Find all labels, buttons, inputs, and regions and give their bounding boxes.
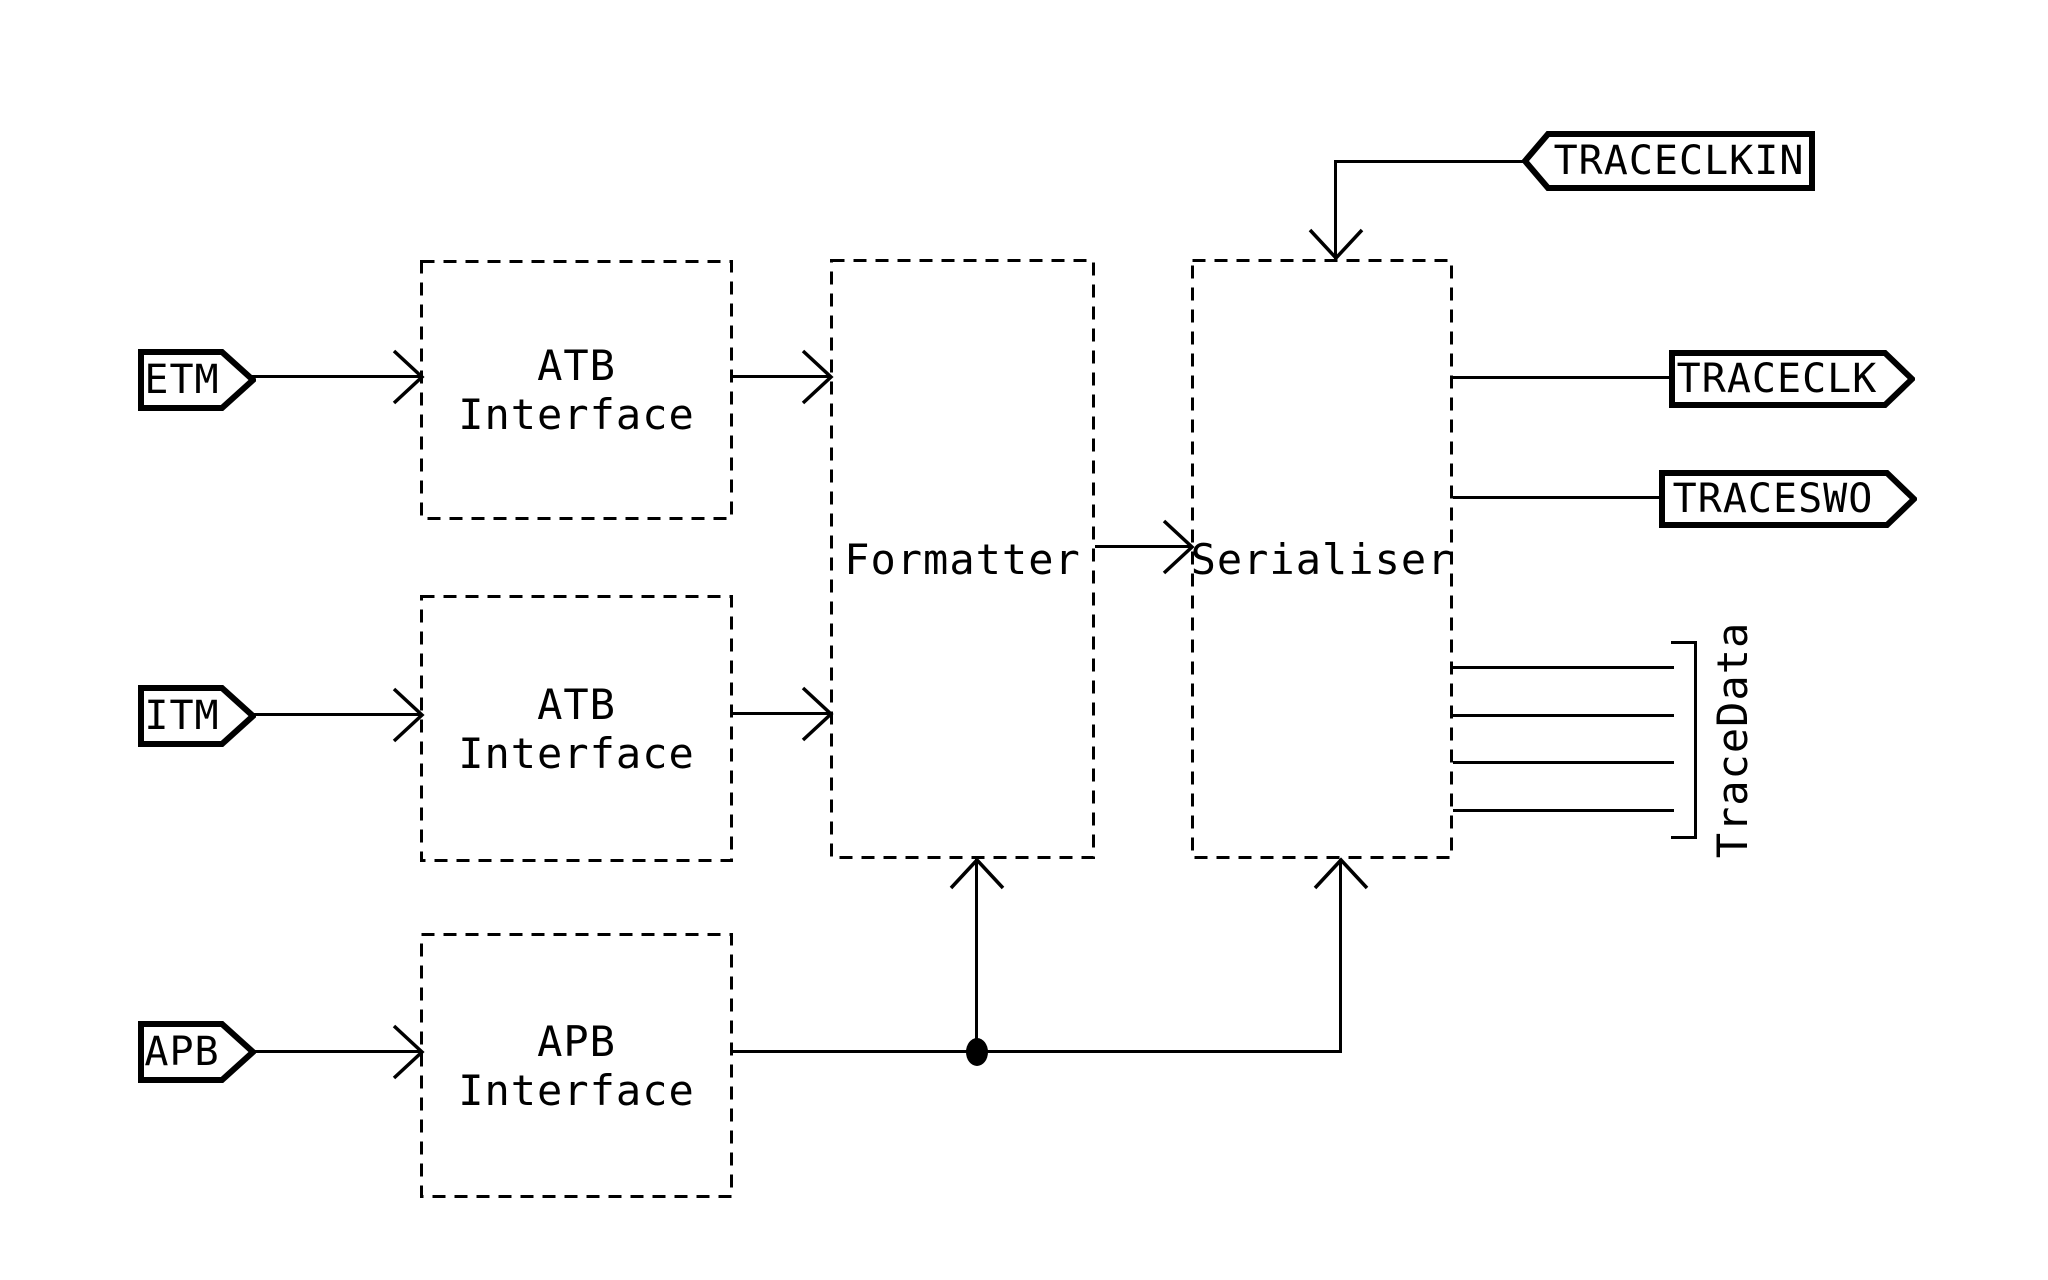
apbif-output-line [733,1050,1342,1053]
arrow-right-icon [801,349,834,405]
tracedata-bracket-vertical [1694,641,1697,839]
junction-dot [966,1038,988,1066]
dashed-border [830,259,1095,859]
block-label: ATB [537,341,616,390]
input-left-pentagon-shape [1521,131,1815,191]
arrow-right-icon [392,349,425,405]
tracedata-bus-line-1 [1453,666,1674,669]
block-label: Serialiser [1190,534,1454,584]
dashed-border [420,933,733,1198]
block-apb-interface: APB Interface [420,933,733,1198]
dashed-border [420,260,733,520]
tracedata-bus-line-2 [1453,714,1674,717]
port-tag-apb: APB [138,1021,256,1083]
apbif-to-serialiser-branch [1339,859,1342,1052]
port-label: TRACESWO [1672,476,1874,522]
input-pentagon-shape [138,1021,256,1083]
itm-to-atb2-line [252,713,420,716]
port-label: ETM [144,357,220,403]
formatter-to-serialiser-line [1095,545,1191,548]
output-pentagon-shape [1669,350,1915,408]
dashed-border [420,595,733,862]
traceclkin-horizontal-line [1336,160,1528,163]
input-pentagon-shape [138,349,256,411]
atb1-to-formatter-line [733,375,830,378]
dashed-border [1191,259,1453,859]
tracedata-bracket-bottom-tick [1671,836,1697,839]
port-label: TRACECLK [1676,356,1878,402]
etm-to-atb1-line [252,375,420,378]
port-tag-etm: ETM [138,349,256,411]
port-label: ITM [144,693,220,739]
block-label: Interface [458,390,695,439]
traceclkin-vertical-line [1334,160,1337,261]
port-tag-traceclk: TRACECLK [1669,350,1915,408]
arrow-right-icon [392,687,425,743]
arrow-right-icon [801,686,834,742]
arrow-up-icon [949,857,1005,890]
port-label: APB [144,1029,220,1075]
block-label: ATB [537,679,616,729]
tracedata-bus-line-3 [1453,761,1674,764]
block-label: Formatter [844,534,1081,584]
arrow-right-icon [1162,519,1195,575]
port-tag-traceswo: TRACESWO [1659,470,1917,528]
tracedata-bus-label: TraceData [1708,621,1757,859]
block-label: APB [537,1016,616,1066]
block-serialiser: Serialiser [1191,259,1453,859]
output-pentagon-shape [1659,470,1917,528]
serialiser-to-traceclk-line [1453,376,1672,379]
port-tag-itm: ITM [138,685,256,747]
arrow-down-icon [1308,228,1364,261]
input-pentagon-shape [138,685,256,747]
block-label: Interface [458,1065,695,1115]
tracedata-bus-line-4 [1453,809,1674,812]
block-formatter: Formatter [830,259,1095,859]
atb2-to-formatter-line [733,712,830,715]
tracedata-bracket-top-tick [1671,641,1697,644]
block-atb-interface-2: ATB Interface [420,595,733,862]
block-label: Interface [458,728,695,778]
arrow-right-icon [392,1024,425,1080]
port-label: TRACECLKIN [1553,138,1805,184]
block-atb-interface-1: ATB Interface [420,260,733,520]
serialiser-to-traceswo-line [1453,496,1662,499]
apbif-to-formatter-branch [975,859,978,1052]
apb-to-apbif-line [252,1050,420,1053]
port-tag-traceclkin: TRACECLKIN [1521,131,1815,191]
arrow-up-icon [1313,857,1369,890]
